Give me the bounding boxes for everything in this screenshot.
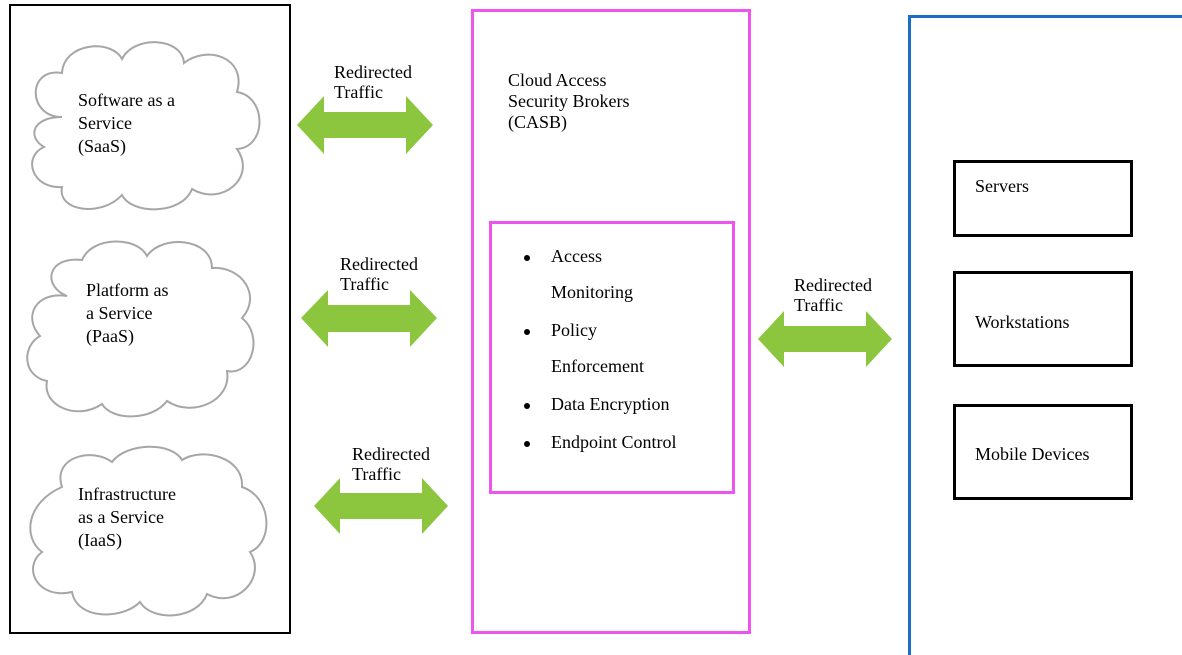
casb-features-box — [489, 221, 735, 494]
endpoint-traffic-label: Redirected Traffic — [794, 275, 872, 315]
saas-traffic-arrow — [297, 96, 433, 154]
workstations-label: Workstations — [975, 312, 1070, 332]
feature-access: Access — [524, 246, 677, 282]
paas-traffic-label: Redirected Traffic — [340, 254, 418, 294]
workstations-box: Workstations — [953, 271, 1133, 367]
casb-panel — [471, 9, 751, 634]
casb-feature-list: Access Monitoring Policy Enforcement Dat… — [524, 246, 677, 456]
cloud-services-panel — [9, 4, 291, 634]
saas-cloud: Software as a Service (SaaS) — [22, 37, 268, 213]
casb-title: Cloud Access Security Brokers (CASB) — [508, 70, 630, 132]
paas-label: Platform as a Service (PaaS) — [86, 280, 169, 346]
servers-label: Servers — [975, 176, 1029, 196]
servers-box: Servers — [953, 160, 1133, 237]
organization-network-panel — [908, 15, 1182, 655]
iaas-cloud: Infrastructure as a Service (IaaS) — [22, 442, 274, 620]
feature-monitoring-cont: Monitoring — [551, 282, 634, 302]
iaas-traffic-label: Redirected Traffic — [352, 444, 430, 484]
paas-cloud: Platform as a Service (PaaS) — [22, 236, 262, 420]
cloud-icon — [29, 445, 268, 617]
feature-policy: Policy — [524, 320, 677, 356]
feature-data-encryption: Data Encryption — [524, 394, 677, 432]
paas-traffic-arrow — [301, 290, 437, 347]
iaas-traffic-arrow — [314, 478, 448, 534]
feature-enforcement-cont: Enforcement — [551, 356, 644, 376]
iaas-label: Infrastructure as a Service (IaaS) — [78, 484, 176, 550]
cloud-icon — [31, 41, 261, 211]
endpoint-traffic-arrow — [758, 311, 892, 367]
cloud-icon — [26, 240, 255, 418]
mobile-devices-box: Mobile Devices — [953, 404, 1133, 500]
mobile-devices-label: Mobile Devices — [975, 444, 1090, 464]
saas-label: Software as a Service (SaaS) — [78, 90, 175, 156]
feature-endpoint-control: Endpoint Control — [524, 432, 677, 456]
saas-traffic-label: Redirected Traffic — [334, 62, 412, 102]
